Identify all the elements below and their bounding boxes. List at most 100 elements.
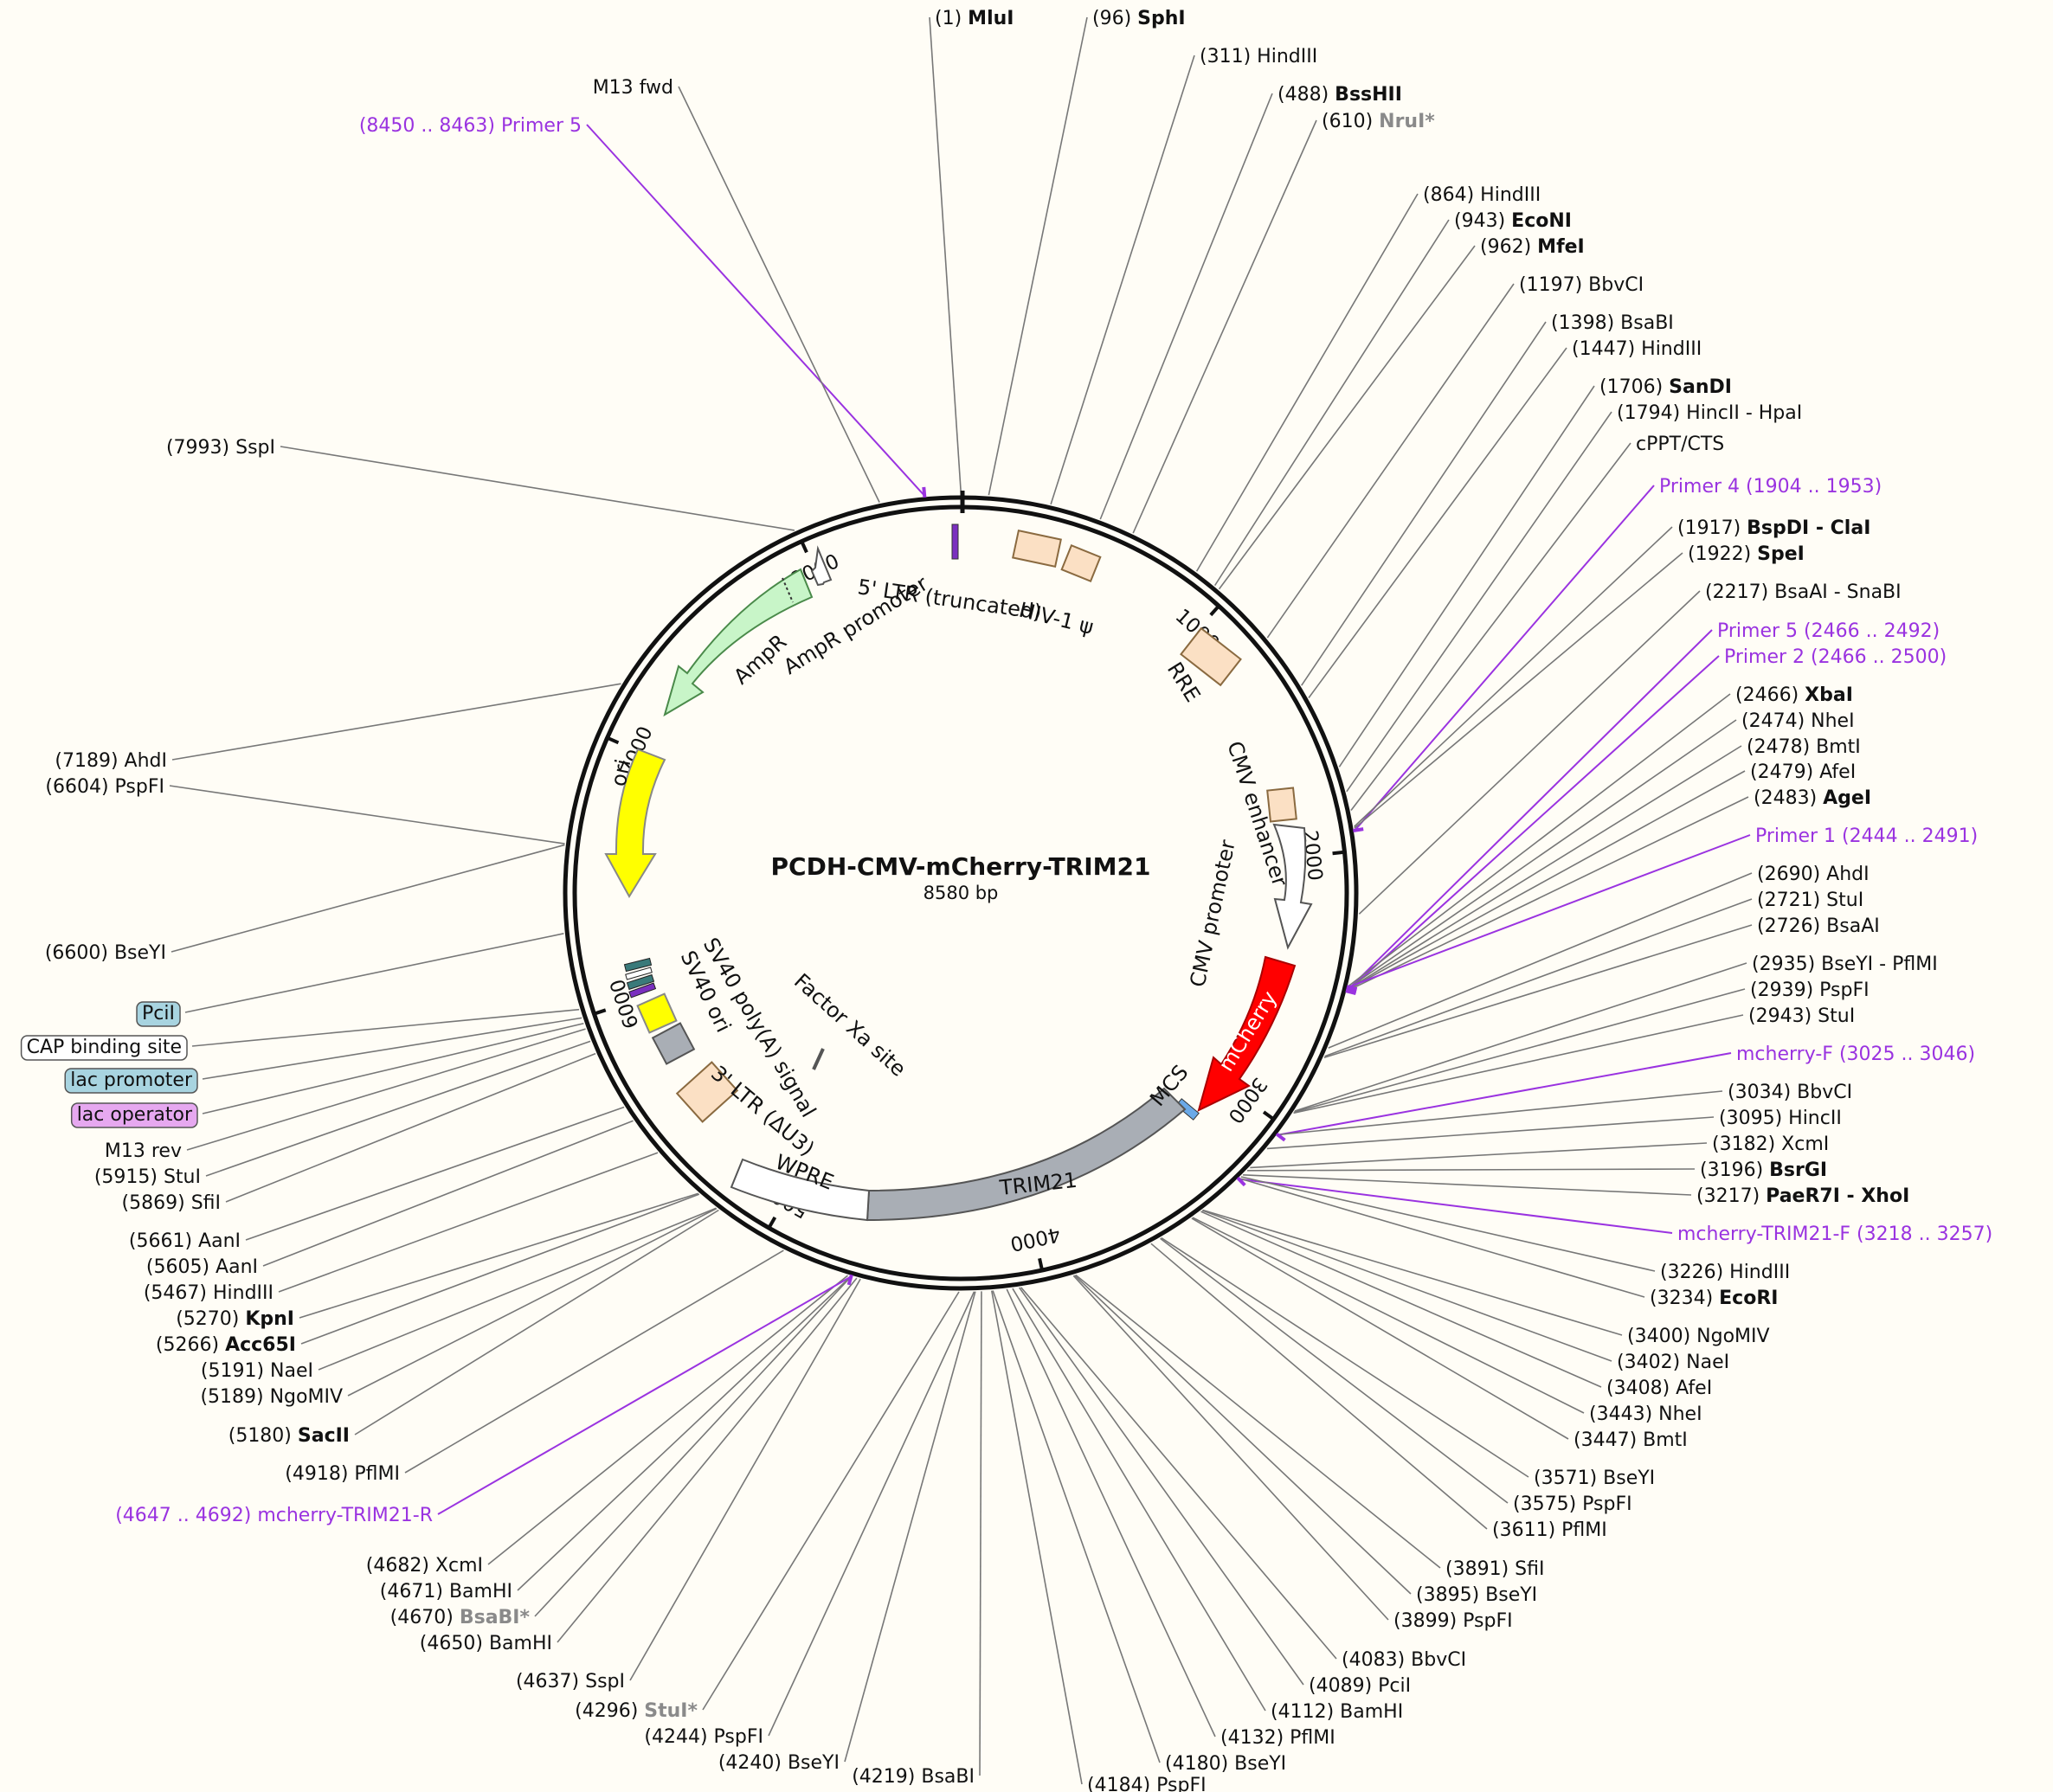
site-position: (8450 .. 8463) xyxy=(359,115,495,137)
site-position: (3182) xyxy=(1712,1134,1775,1155)
cmv-promoter-arrow xyxy=(1272,823,1313,950)
wpre-arc xyxy=(730,1158,871,1222)
leader-line xyxy=(1308,347,1567,698)
leader-line xyxy=(245,1106,625,1241)
feature-label-factor-xa: Factor Xa site xyxy=(789,969,911,1082)
site-name: KpnI xyxy=(245,1308,294,1330)
site-name: BamHI xyxy=(489,1633,552,1654)
leader-line xyxy=(278,1152,659,1293)
site-name: XbaI xyxy=(1805,684,1853,706)
site-position: (3402) xyxy=(1617,1352,1680,1373)
site-position: (3025 .. 3046) xyxy=(1839,1044,1975,1065)
site-label: (8450 .. 8463) Primer 5 xyxy=(359,115,582,137)
leader-line xyxy=(1348,693,1731,987)
site-position: (2721) xyxy=(1757,890,1820,911)
leader-line xyxy=(1323,924,1753,1059)
site-label: (3447) BmtI xyxy=(1574,1429,1688,1451)
site-label: (1706) SanDI xyxy=(1599,376,1732,398)
site-name: BsaBI* xyxy=(460,1607,531,1628)
site-position: (3443) xyxy=(1589,1403,1652,1425)
leader-line xyxy=(992,1290,1161,1763)
hiv1-psi-box xyxy=(1060,544,1102,582)
5-ltr-box xyxy=(1012,529,1062,568)
site-position: (3234) xyxy=(1650,1288,1713,1309)
site-name: Primer 5 xyxy=(501,115,582,137)
site-label: (5266) Acc65I xyxy=(156,1334,296,1356)
leader-line xyxy=(1161,1236,1529,1478)
rre-box xyxy=(1180,626,1242,687)
site-name: BsaAI - SnaBI xyxy=(1774,581,1901,603)
site-name: NheI xyxy=(1811,710,1854,732)
site-position: (3217) xyxy=(1696,1185,1760,1207)
site-name: AhdI xyxy=(125,750,167,772)
site-name: PflMI xyxy=(1561,1519,1607,1541)
site-label: (1398) BsaBI xyxy=(1551,312,1674,334)
leader-line xyxy=(1006,1288,1216,1737)
site-position: (3095) xyxy=(1719,1108,1782,1129)
leader-line xyxy=(1354,552,1683,829)
site-name: SfiI xyxy=(191,1192,221,1214)
site-label: (3571) BseYI xyxy=(1534,1468,1655,1489)
site-position: (3447) xyxy=(1574,1429,1637,1451)
site-label: (5661) AanI xyxy=(129,1230,241,1252)
primer-mark-top xyxy=(951,523,959,560)
site-name: BsrGI xyxy=(1769,1159,1827,1181)
site-label: (4083) BbvCI xyxy=(1342,1649,1466,1671)
site-position: (4089) xyxy=(1309,1675,1372,1697)
site-label: (5605) AanI xyxy=(146,1256,258,1278)
site-name: SanDI xyxy=(1669,376,1732,398)
site-name: BamHI xyxy=(449,1581,512,1603)
feature-box-label: CAP binding site xyxy=(20,1035,188,1061)
leader-line xyxy=(1020,1287,1337,1660)
site-name: BbvCI xyxy=(1797,1082,1852,1103)
site-label: (3196) BsrGI xyxy=(1700,1159,1827,1181)
site-name: PflMI xyxy=(354,1463,400,1485)
cmv-enhancer-box xyxy=(1266,787,1297,823)
feature-box-text: CAP binding site xyxy=(27,1037,182,1058)
site-label: (5180) SacII xyxy=(228,1425,350,1447)
site-position: (6604) xyxy=(45,776,108,798)
leader-line xyxy=(990,1290,1083,1785)
leader-line xyxy=(1195,193,1419,572)
leader-line xyxy=(1324,898,1753,1057)
site-name: Primer 2 xyxy=(1724,646,1805,668)
site-name: BseYI xyxy=(1485,1584,1537,1606)
site-name: AgeI xyxy=(1823,787,1871,809)
site-label: (864) HindIII xyxy=(1423,184,1541,206)
leader-line xyxy=(988,16,1088,496)
site-position: (4647 .. 4692) xyxy=(115,1505,251,1526)
tick-mark-1000 xyxy=(1209,605,1220,617)
site-name: BseYI xyxy=(1234,1753,1286,1775)
feature-box-text: lac promoter xyxy=(70,1069,193,1091)
leader-line xyxy=(1218,245,1476,590)
sv40-ori-box xyxy=(636,992,678,1034)
site-label: (2726) BsaAI xyxy=(1757,915,1880,937)
site-label: (4671) BamHI xyxy=(380,1581,512,1603)
leader-line xyxy=(1072,1275,1389,1621)
site-position: (1794) xyxy=(1617,402,1680,424)
leader-line xyxy=(354,1209,719,1436)
site-label: M13 rev xyxy=(105,1140,182,1162)
site-label: (4112) BamHI xyxy=(1271,1701,1403,1723)
site-position: (6600) xyxy=(45,942,108,964)
leader-line xyxy=(1350,442,1631,811)
map-title: PCDH-CMV-mCherry-TRIM21 xyxy=(771,852,1151,881)
site-position: (5266) xyxy=(156,1334,219,1356)
site-name: PciI xyxy=(1378,1675,1411,1697)
leader-line xyxy=(1243,1174,1692,1196)
site-position: (4918) xyxy=(285,1463,348,1485)
site-label: (5869) SfiI xyxy=(122,1192,221,1214)
site-name: HincII xyxy=(1788,1108,1842,1129)
site-label: (4219) BsaBI xyxy=(852,1766,975,1788)
site-label: (962) MfeI xyxy=(1480,236,1585,258)
site-position: (5270) xyxy=(176,1308,239,1330)
site-position: (962) xyxy=(1480,236,1531,258)
site-label: (5270) KpnI xyxy=(176,1308,294,1330)
site-name: Primer 5 xyxy=(1717,620,1798,642)
site-position: (2478) xyxy=(1747,736,1810,758)
leader-line xyxy=(1347,770,1746,991)
site-position: (3034) xyxy=(1728,1082,1791,1103)
site-position: (3895) xyxy=(1416,1584,1479,1606)
site-name: AanI xyxy=(216,1256,258,1278)
